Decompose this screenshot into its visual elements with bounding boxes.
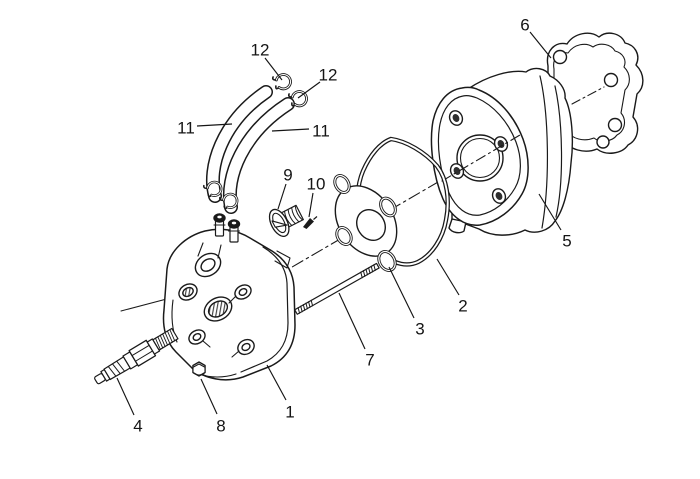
callout-11: 11 <box>312 122 330 141</box>
callout-11-leader <box>271 128 310 132</box>
part-10-pin-screw <box>303 216 318 229</box>
gasket-bolt-hole <box>607 117 623 133</box>
callout-12: 12 <box>251 41 270 60</box>
callout-3: 3 <box>415 320 424 339</box>
callout-12: 12 <box>319 66 338 85</box>
gasket-bolt-hole <box>552 49 568 65</box>
callout-7-leader <box>338 292 366 350</box>
callout-6: 6 <box>520 16 529 35</box>
port-boss <box>194 252 222 278</box>
callout-5: 5 <box>562 232 571 251</box>
callout-8: 8 <box>216 417 225 436</box>
callout-2: 2 <box>458 297 467 316</box>
gasket-bolt-hole <box>596 135 610 149</box>
part-12-hose-clamps <box>203 73 308 210</box>
part-2-head-oring <box>355 136 450 267</box>
gasket-bolt-hole <box>603 72 619 88</box>
part-1-cylinder-head <box>162 213 296 381</box>
callout-3-leader <box>388 266 415 319</box>
callout-12-leader <box>264 57 283 81</box>
callout-11-leader <box>196 123 233 127</box>
callout-10: 10 <box>307 175 326 194</box>
head-pipe-fitting <box>227 219 241 243</box>
part-4-spark-plug <box>94 327 179 385</box>
callout-4: 4 <box>133 417 142 436</box>
callout-12-leader <box>297 81 321 99</box>
callout-7: 7 <box>365 351 374 370</box>
callout-9: 9 <box>283 166 292 185</box>
head-stud-eyelets <box>188 284 255 358</box>
callout-8-leader <box>200 378 218 415</box>
part-5-cylinder <box>430 67 574 236</box>
callout-6-leader <box>529 31 552 59</box>
callout-2-leader <box>436 258 460 296</box>
small-oring <box>333 174 397 272</box>
cylinder-bore <box>456 134 504 182</box>
cylinder-stud-holes <box>448 110 509 204</box>
part-8-nut <box>192 361 206 377</box>
callout-1-leader <box>266 364 287 401</box>
callout-1: 1 <box>285 403 294 422</box>
head-pipe-fitting <box>213 213 226 237</box>
callout-5-leader <box>538 193 562 231</box>
part-11-hoses <box>205 85 295 214</box>
callout-10-leader <box>308 192 314 218</box>
part-7-stud-bolt <box>294 262 380 315</box>
part-9-plug-screw <box>268 204 304 237</box>
callout-11: 11 <box>177 119 195 138</box>
callout-4-leader <box>116 377 135 416</box>
callout-9-leader <box>277 183 287 210</box>
part-3-small-orings <box>333 174 398 272</box>
